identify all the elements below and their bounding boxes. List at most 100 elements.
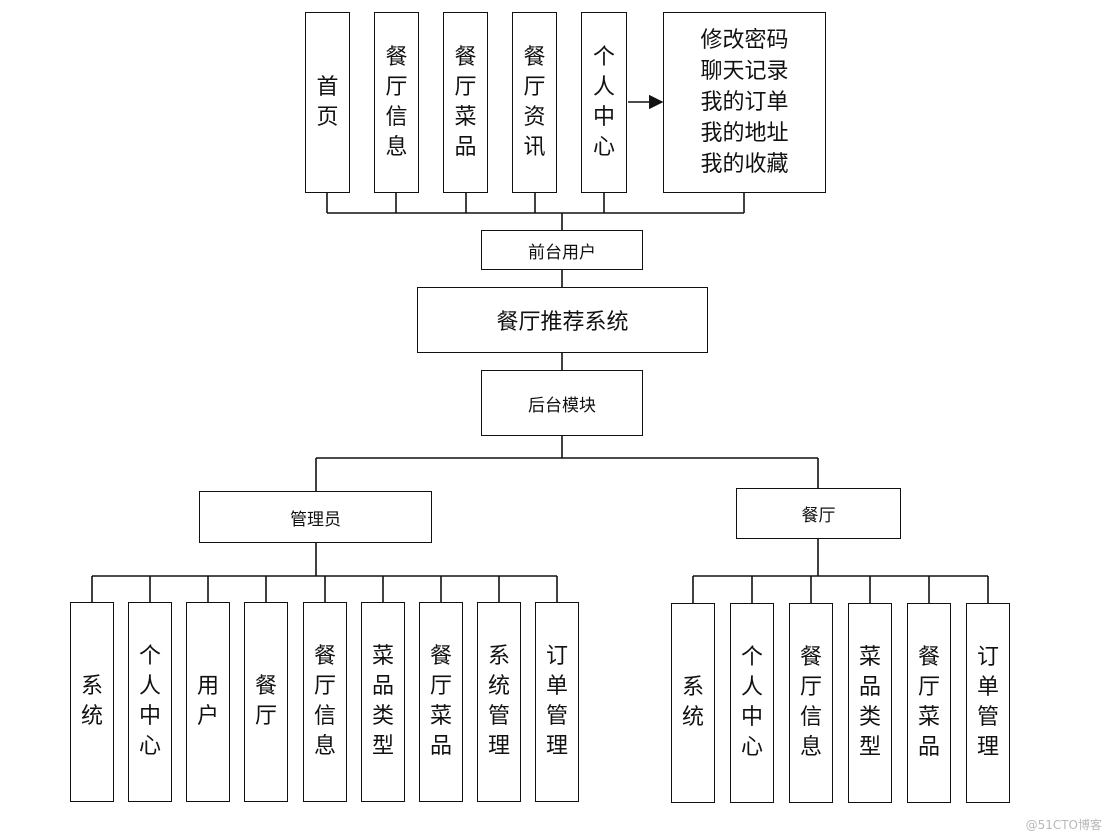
admin-module-order-management-label: 订单管理	[546, 642, 568, 762]
restaurant-module-system: 系统	[671, 603, 715, 803]
restaurant-module-order-management: 订单管理	[966, 603, 1010, 803]
personal-center-submenu: 修改密码 聊天记录 我的订单 我的地址 我的收藏	[663, 12, 826, 193]
admin-module-restaurant: 餐厅	[244, 602, 288, 802]
label-char: 人	[740, 675, 763, 700]
admin-module-users: 用户	[186, 602, 230, 802]
label-char: 厅	[254, 704, 277, 729]
admin-module-system: 系统	[70, 602, 114, 802]
admin-module-dish-type-label: 菜品类型	[372, 642, 394, 762]
label-char: 餐	[917, 645, 940, 670]
label-char: 首	[316, 74, 339, 100]
label-char: 餐	[799, 645, 822, 670]
label-char: 息	[313, 734, 336, 759]
label-char: 餐	[313, 644, 336, 669]
label-char: 理	[545, 734, 568, 759]
admin-module-personal-center: 个人中心	[128, 602, 172, 802]
label-char: 品	[371, 674, 394, 699]
admin-module-restaurant-dishes-label: 餐厅菜品	[430, 642, 452, 762]
label-char: 品	[429, 734, 452, 759]
label-char: 管	[976, 705, 999, 730]
label-char: 管	[545, 704, 568, 729]
admin-module-restaurant-label: 餐厅	[255, 672, 277, 732]
label-char: 息	[385, 134, 408, 160]
frontend-user-node: 前台用户	[481, 230, 643, 270]
label-char: 类	[858, 705, 881, 730]
label-char: 菜	[917, 705, 940, 730]
label-char: 系	[681, 675, 704, 700]
label-char: 餐	[385, 44, 408, 70]
admin-module-personal-center-label: 个人中心	[139, 642, 161, 762]
label-char: 品	[858, 675, 881, 700]
label-char: 厅	[454, 74, 477, 100]
label-char: 餐	[254, 674, 277, 699]
restaurant-module-personal-center: 个人中心	[730, 603, 774, 803]
restaurant-module-dish-type-label: 菜品类型	[859, 643, 881, 763]
label-char: 类	[371, 704, 394, 729]
top-module-home: 首页	[305, 12, 350, 193]
label-char: 讯	[523, 134, 546, 160]
label-char: 单	[976, 675, 999, 700]
top-module-restaurant-info-label: 餐厅信息	[385, 43, 407, 163]
label-char: 理	[976, 735, 999, 760]
restaurant-node: 餐厅	[736, 488, 901, 539]
submenu-item: 修改密码	[700, 28, 789, 53]
label-char: 统	[80, 704, 103, 729]
label-char: 系	[80, 674, 103, 699]
label-char: 菜	[429, 704, 452, 729]
admin-module-system-label: 系统	[81, 672, 103, 732]
label-char: 信	[799, 705, 822, 730]
label-char: 人	[138, 674, 161, 699]
label-char: 心	[740, 735, 763, 760]
label-char: 厅	[313, 674, 336, 699]
admin-module-users-label: 用户	[197, 672, 219, 732]
label-char: 系	[487, 644, 510, 669]
label-char: 息	[799, 735, 822, 760]
label-char: 型	[858, 735, 881, 760]
label-char: 统	[681, 705, 704, 730]
admin-module-dish-type: 菜品类型	[361, 602, 405, 802]
label-char: 餐	[523, 44, 546, 70]
label-char: 菜	[454, 104, 477, 130]
label-char: 厅	[799, 675, 822, 700]
label-char: 心	[138, 734, 161, 759]
label-char: 人	[592, 74, 615, 100]
submenu-item: 我的收藏	[700, 152, 789, 177]
restaurant-module-system-label: 系统	[682, 673, 704, 733]
restaurant-module-restaurant-info: 餐厅信息	[789, 603, 833, 803]
top-module-restaurant-news-label: 餐厅资讯	[523, 43, 545, 163]
backend-module-node: 后台模块	[481, 370, 643, 436]
label-char: 订	[545, 644, 568, 669]
system-title: 餐厅推荐系统	[496, 310, 629, 335]
label-char: 户	[196, 704, 219, 729]
label-char: 订	[976, 645, 999, 670]
admin-node: 管理员	[199, 491, 432, 543]
label-char: 个	[740, 645, 763, 670]
restaurant-module-dish-type: 菜品类型	[848, 603, 892, 803]
label-char: 型	[371, 734, 394, 759]
admin-label: 管理员	[290, 509, 341, 530]
label-char: 单	[545, 674, 568, 699]
watermark: @51CTO博客	[1025, 818, 1102, 832]
admin-module-restaurant-info: 餐厅信息	[303, 602, 347, 802]
label-char: 个	[138, 644, 161, 669]
system-root-node: 餐厅推荐系统	[417, 287, 708, 353]
admin-module-system-management-label: 系统管理	[488, 642, 510, 762]
label-char: 中	[592, 104, 615, 130]
label-char: 用	[196, 674, 219, 699]
label-char: 菜	[858, 645, 881, 670]
admin-module-restaurant-info-label: 餐厅信息	[314, 642, 336, 762]
label-char: 统	[487, 674, 510, 699]
top-module-home-label: 首页	[316, 73, 338, 133]
top-module-restaurant-dishes: 餐厅菜品	[443, 12, 488, 193]
restaurant-module-restaurant-dishes-label: 餐厅菜品	[918, 643, 940, 763]
label-char: 理	[487, 734, 510, 759]
admin-module-system-management: 系统管理	[477, 602, 521, 802]
restaurant-module-order-management-label: 订单管理	[977, 643, 999, 763]
label-char: 餐	[454, 44, 477, 70]
restaurant-label: 餐厅	[801, 506, 836, 526]
admin-module-restaurant-dishes: 餐厅菜品	[419, 602, 463, 802]
label-char: 菜	[371, 644, 394, 669]
label-char: 中	[740, 705, 763, 730]
label-char: 中	[138, 704, 161, 729]
